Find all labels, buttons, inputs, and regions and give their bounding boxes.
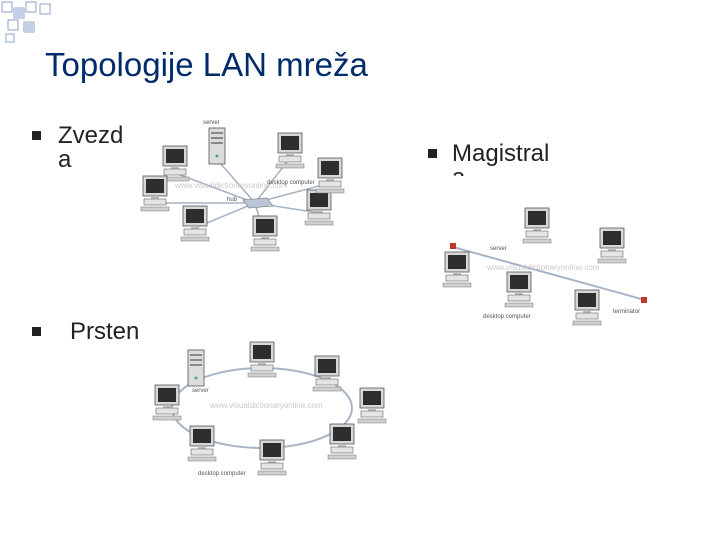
ring-computer-label: desktop computer	[198, 471, 246, 477]
star-bullet-text: Zvezd a	[58, 124, 123, 172]
slide-title: Topologije LAN mreža	[45, 46, 368, 83]
ring-topology-diagram: www.visualdictionaryonline.com server de…	[150, 340, 395, 488]
star-bullet-line1: Zvezd	[58, 122, 124, 149]
ring-bullet-label: Prsten	[70, 318, 140, 345]
star-bullet-line2: a	[58, 146, 72, 173]
bus-topology-diagram: www.visualdictionaryonline.com server te…	[435, 200, 650, 332]
corner-decoration	[1, 1, 51, 43]
ring-server-label: server	[192, 388, 209, 394]
bus-watermark: www.visualdictionaryonline.com	[486, 263, 600, 272]
bus-terminator-label: terminator	[613, 309, 640, 315]
bus-bullet-line2: a	[452, 166, 572, 177]
star-computer-label: desktop computer	[267, 180, 315, 186]
star-watermark: www.visualdictionaryonline.com	[174, 181, 288, 190]
bus-server-label: server	[490, 246, 507, 252]
bus-bullet-line1: Magistral	[452, 142, 550, 167]
star-server-label: server	[203, 120, 220, 126]
bullet-marker	[32, 131, 41, 140]
star-hub-label: hub	[227, 197, 238, 203]
bus-bullet-text: Magistral a	[452, 142, 572, 176]
bus-computer-label: desktop computer	[483, 314, 531, 320]
ring-watermark: www.visualdictionaryonline.com	[209, 401, 323, 410]
bullet-marker	[32, 327, 41, 336]
bullet-marker	[428, 149, 437, 158]
bus-bullet-clip: Magistral a	[452, 142, 572, 176]
star-topology-diagram: www.visualdictionaryonline.com server hu…	[135, 118, 350, 258]
